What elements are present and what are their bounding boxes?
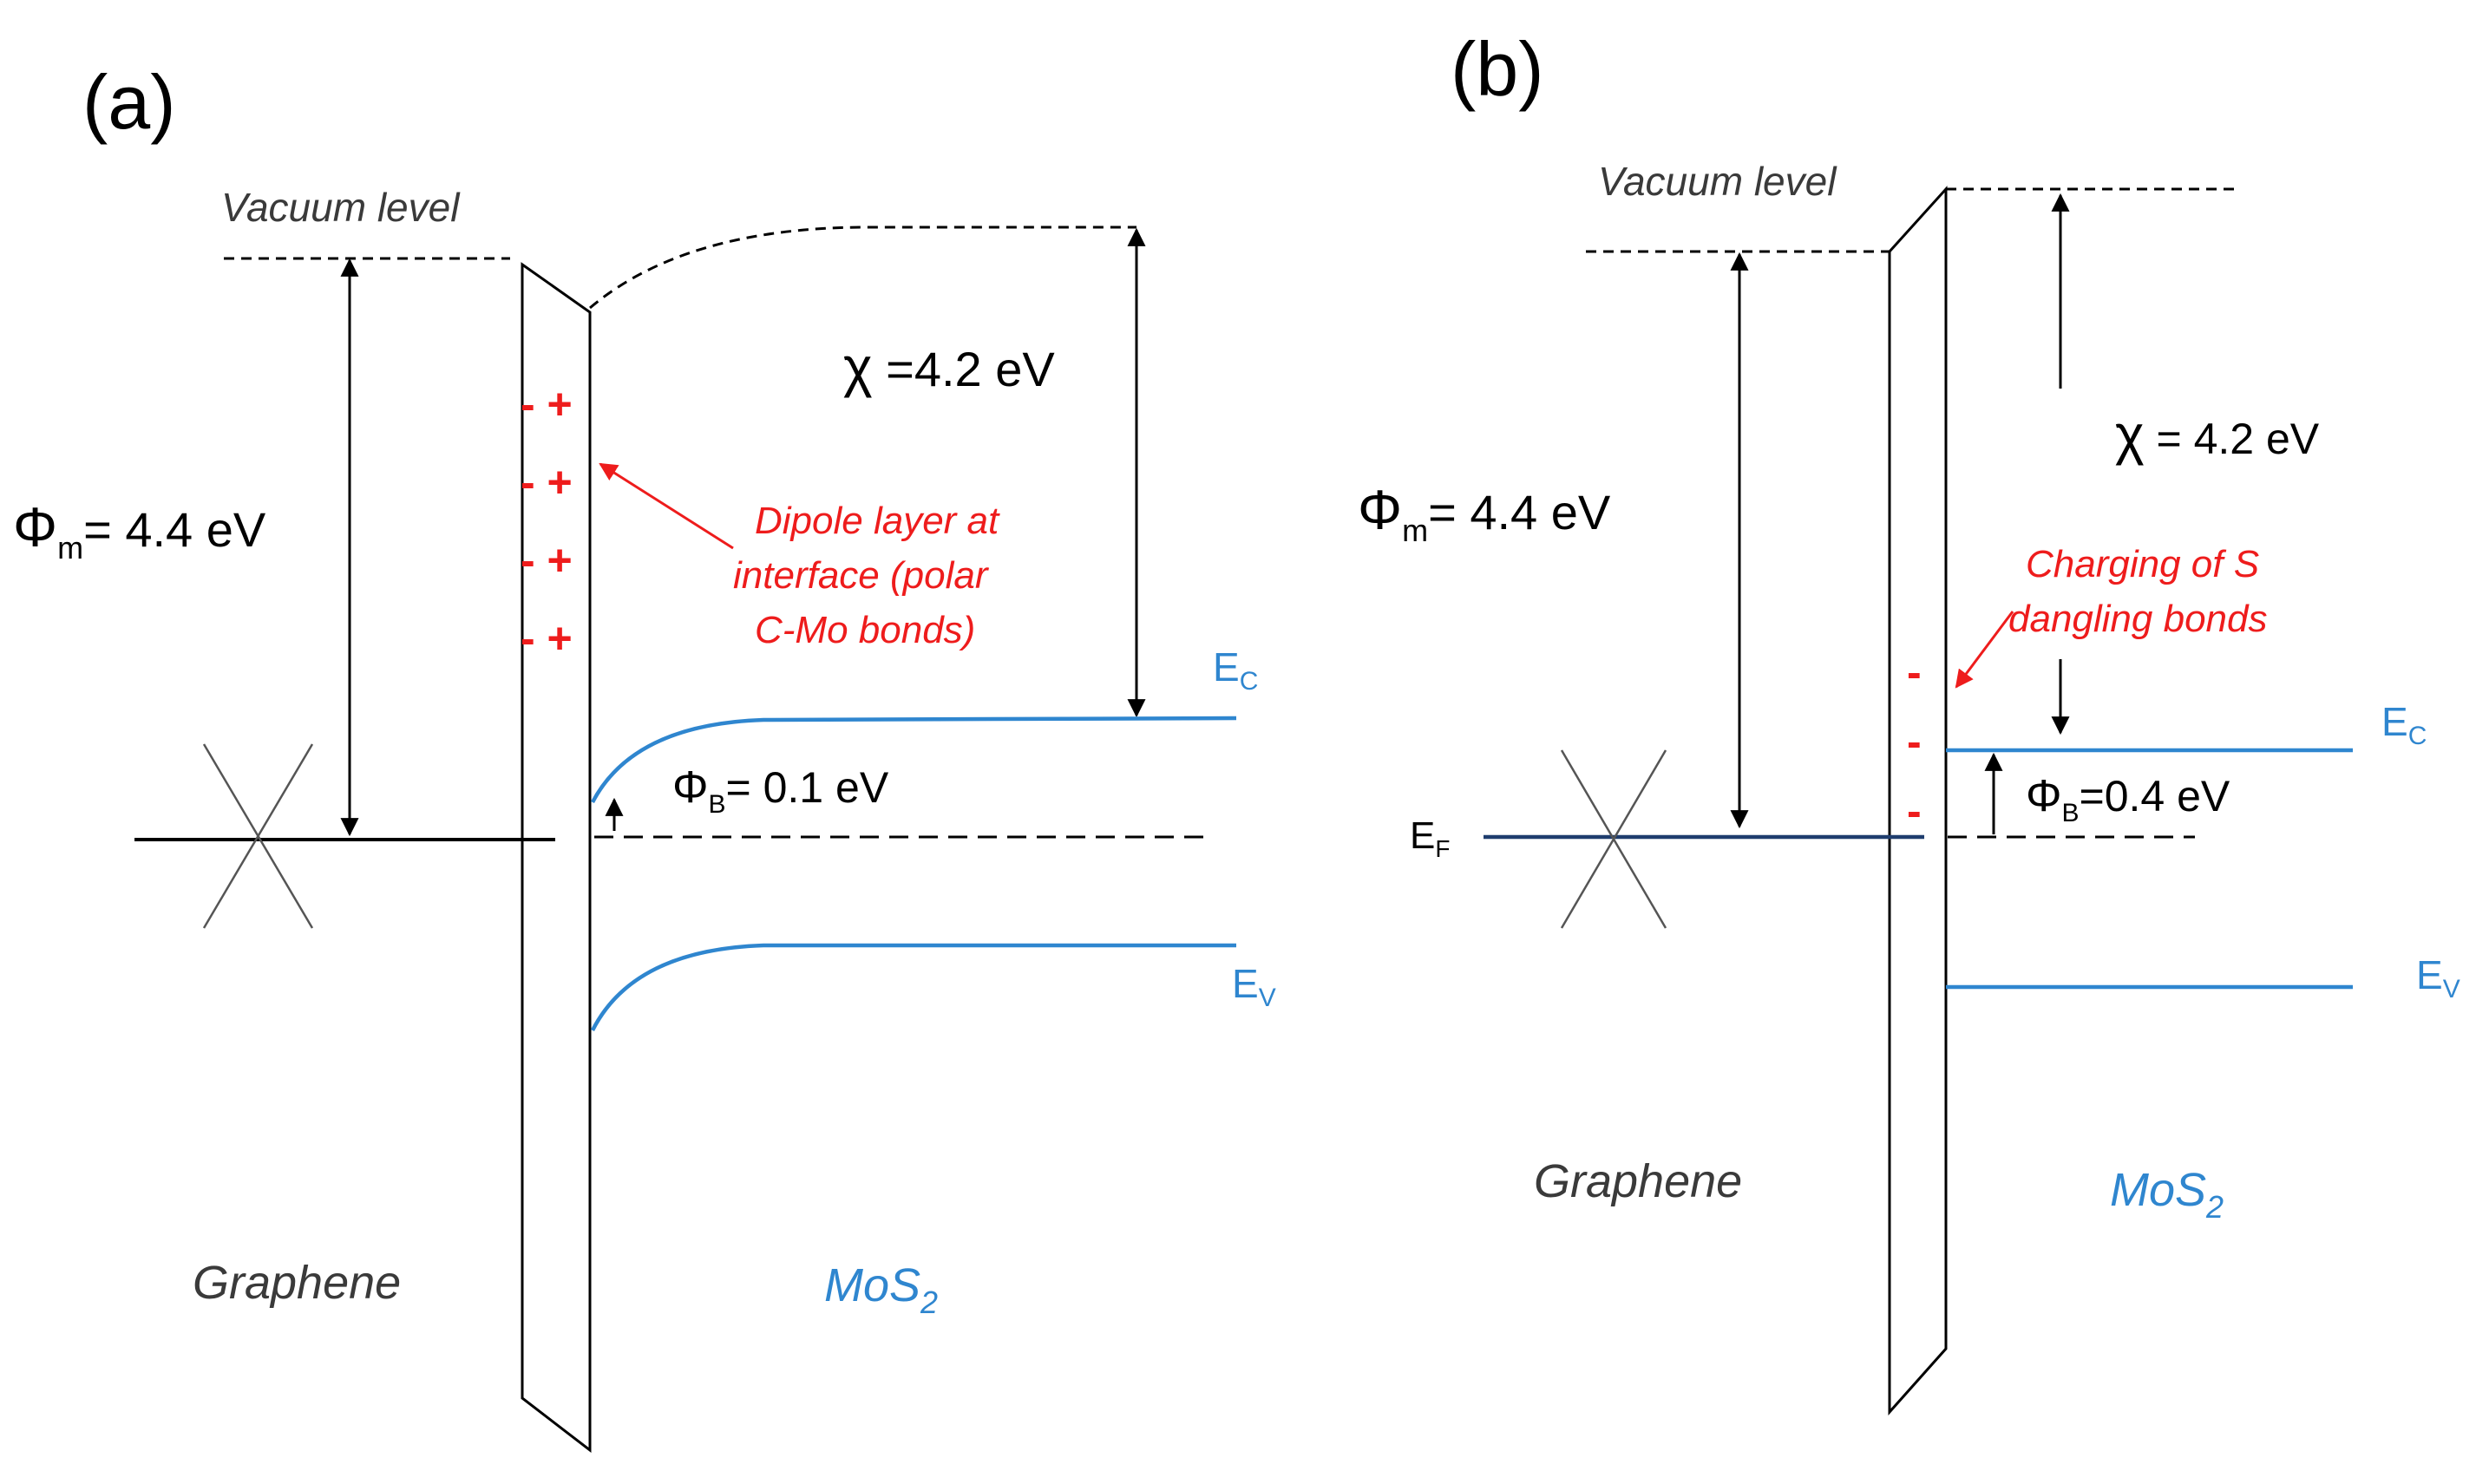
- panel-a-dirac-cone-line-2: [202, 743, 314, 929]
- panel-a-graphene-label: Graphene: [193, 1257, 401, 1309]
- panel-a-annotation: Dipole layer at interface (polar C-Mo bo…: [733, 500, 1010, 651]
- panel-b-charge-1: -: [1907, 648, 1922, 696]
- panel-b-mos2-label: MoS2: [2110, 1164, 2224, 1225]
- panel-a-charge-2: - +: [521, 458, 573, 507]
- panel-b-charge-3: -: [1907, 787, 1922, 835]
- panel-a-work-function-label: Φm= 4.4 eV: [13, 496, 266, 565]
- panel-b-vacuum-level-label: Vacuum level: [1598, 159, 1837, 204]
- panel-a-electron-affinity-label: χ =4.2 eV: [843, 336, 1055, 398]
- panel-b-work-function-label: Φm= 4.4 eV: [1358, 479, 1611, 548]
- panel-b-interface-slab: [1888, 186, 1948, 1415]
- panel-b-electron-affinity-label: χ = 4.2 eV: [2115, 403, 2320, 466]
- panel-a-interface-slab: [521, 262, 592, 1454]
- panel-a-annotation-arrow: [599, 462, 734, 550]
- panel-a-charge-1: - +: [521, 380, 573, 428]
- panel-b-annotation: Charging of S dangling bonds: [2008, 543, 2270, 640]
- panel-a-charge-3: - +: [521, 536, 573, 585]
- panel-a-vacuum-level-label: Vacuum level: [221, 185, 461, 230]
- panel-b-dirac-cone-line-2: [1560, 749, 1667, 929]
- panel-b-label: (b): [1451, 26, 1544, 112]
- panel-b: (b) Vacuum level - - - Charging of S dan…: [1358, 26, 2460, 1415]
- panel-b-dangling-bond-charges: - - -: [1907, 648, 1922, 835]
- panel-a-conduction-band: [591, 716, 1237, 804]
- panel-a-vacuum-curve-right: [589, 226, 1136, 310]
- panel-b-charge-2: -: [1907, 717, 1922, 766]
- panel-a-barrier-label: ΦB= 0.1 eV: [672, 762, 889, 819]
- panel-b-barrier-label: ΦB=0.4 eV: [2026, 771, 2230, 827]
- panel-a-mos2-label: MoS2: [824, 1259, 938, 1320]
- panel-b-ec-label: EC: [2381, 699, 2427, 750]
- panel-a-valence-band: [590, 943, 1236, 1032]
- panel-a-charge-4: - +: [521, 614, 573, 663]
- panel-b-annotation-arrow: [1955, 611, 2014, 689]
- panel-a-label: (a): [82, 59, 176, 145]
- panel-b-ef-label: EF: [1410, 814, 1450, 862]
- panel-a: (a) Vacuum level - + - + - + - + Dipole …: [13, 59, 1276, 1454]
- panel-b-ev-label: EV: [2416, 952, 2460, 1003]
- panel-a-ev-label: EV: [1232, 961, 1276, 1012]
- panel-a-ec-label: EC: [1213, 644, 1258, 696]
- panel-b-graphene-label: Graphene: [1534, 1155, 1742, 1207]
- panel-a-dipole-charges: - + - + - + - +: [521, 380, 573, 663]
